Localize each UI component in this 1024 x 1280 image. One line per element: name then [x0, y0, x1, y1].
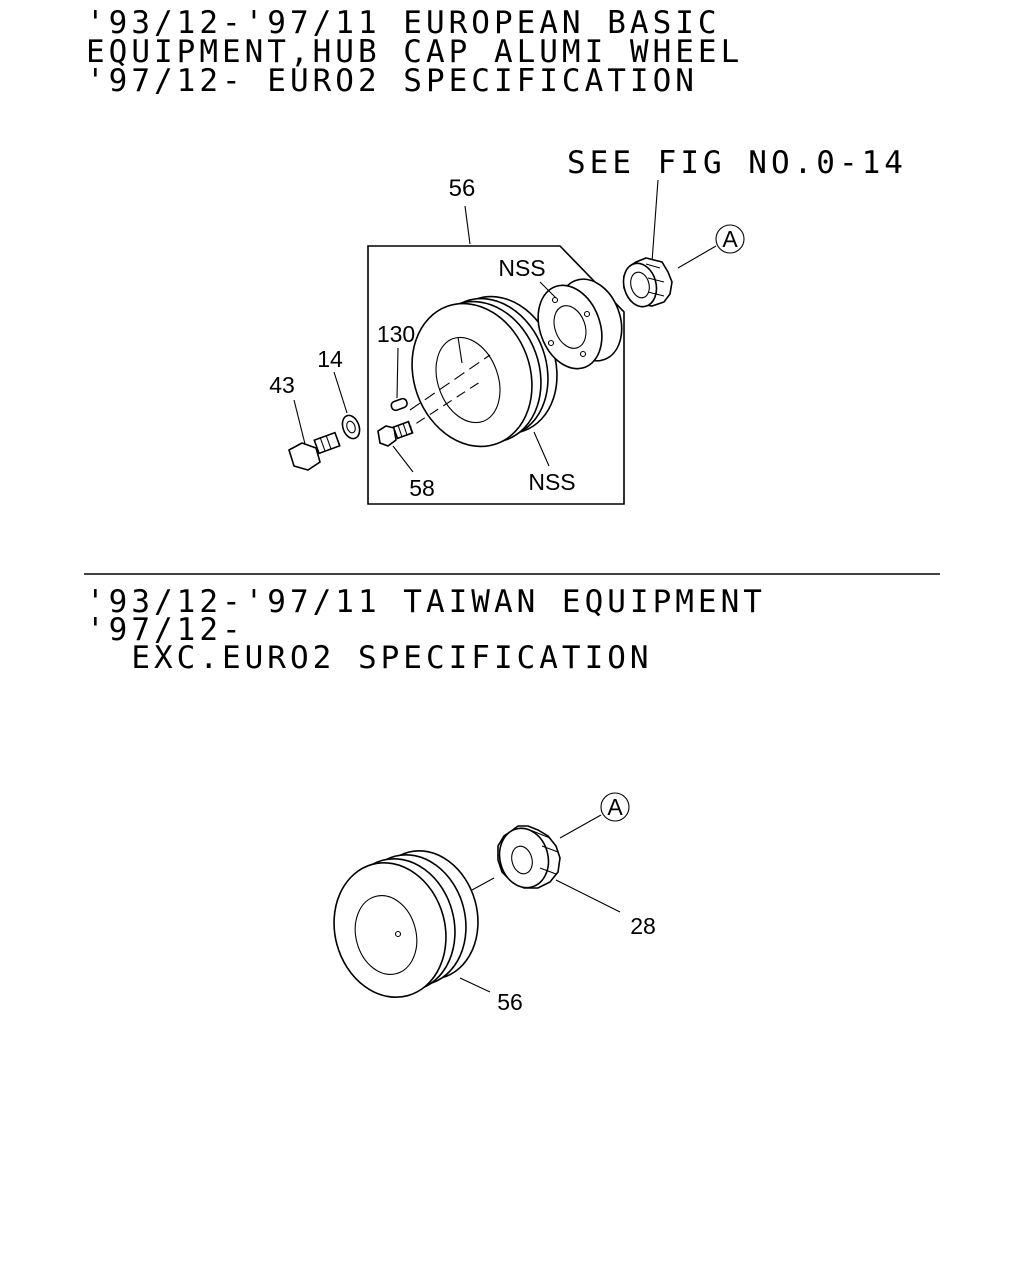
label-part-130: 130: [377, 321, 415, 347]
nss-pulley-leader: [533, 431, 550, 467]
washer-14: 14: [317, 346, 361, 440]
ref-marker-a-bottom: A: [559, 792, 630, 839]
damper-flange: [537, 278, 623, 370]
nss-flange-leader: [539, 281, 557, 299]
crankshaft-pulley-top: [402, 295, 558, 448]
gear-to-pulley-line: [471, 877, 495, 891]
timing-gear-28: 28: [497, 825, 656, 939]
crankshaft-pulley-bottom: 56: [333, 849, 523, 1015]
top-header-line-3: '97/12- EURO2 SPECIFICATION: [86, 63, 698, 99]
label-part-43: 43: [269, 372, 295, 398]
label-part-56-top: 56: [449, 175, 476, 202]
label-part-56-bottom: 56: [497, 989, 523, 1015]
label-nss-flange: NSS: [498, 255, 545, 281]
bottom-header-line-1: '93/12-'97/11 TAIWAN EQUIPMENT: [86, 584, 766, 620]
ref-marker-a-bottom-label: A: [607, 794, 623, 820]
bolt-43: 43: [269, 372, 341, 471]
pin-130: 130: [377, 321, 415, 412]
label-part-14: 14: [317, 346, 343, 372]
label-nss-pulley: NSS: [528, 469, 575, 495]
top-header-line-2: EQUIPMENT,HUB CAP ALUMI WHEEL: [86, 34, 743, 70]
top-section-header: '93/12-'97/11 EUROPEAN BASIC EQUIPMENT,H…: [86, 5, 743, 99]
ref-marker-a-top-label: A: [722, 226, 738, 252]
label-part-28: 28: [630, 913, 656, 939]
bolt-58: 58: [377, 420, 435, 501]
label-part-58: 58: [409, 475, 435, 501]
see-fig-reference: SEE FIG NO.0-14: [567, 145, 907, 181]
timing-gear-top: [622, 257, 673, 308]
ref-marker-a-top: A: [677, 224, 745, 269]
see-fig-leader-line: [651, 179, 659, 263]
top-header-line-1: '93/12-'97/11 EUROPEAN BASIC: [86, 5, 721, 41]
bottom-section-header: '93/12-'97/11 TAIWAN EQUIPMENT '97/12- E…: [86, 584, 766, 676]
bottom-header-line-3: EXC.EURO2 SPECIFICATION: [86, 640, 653, 676]
pulley-assembly-box: 56: [367, 175, 625, 505]
bottom-header-line-2: '97/12-: [86, 612, 245, 648]
